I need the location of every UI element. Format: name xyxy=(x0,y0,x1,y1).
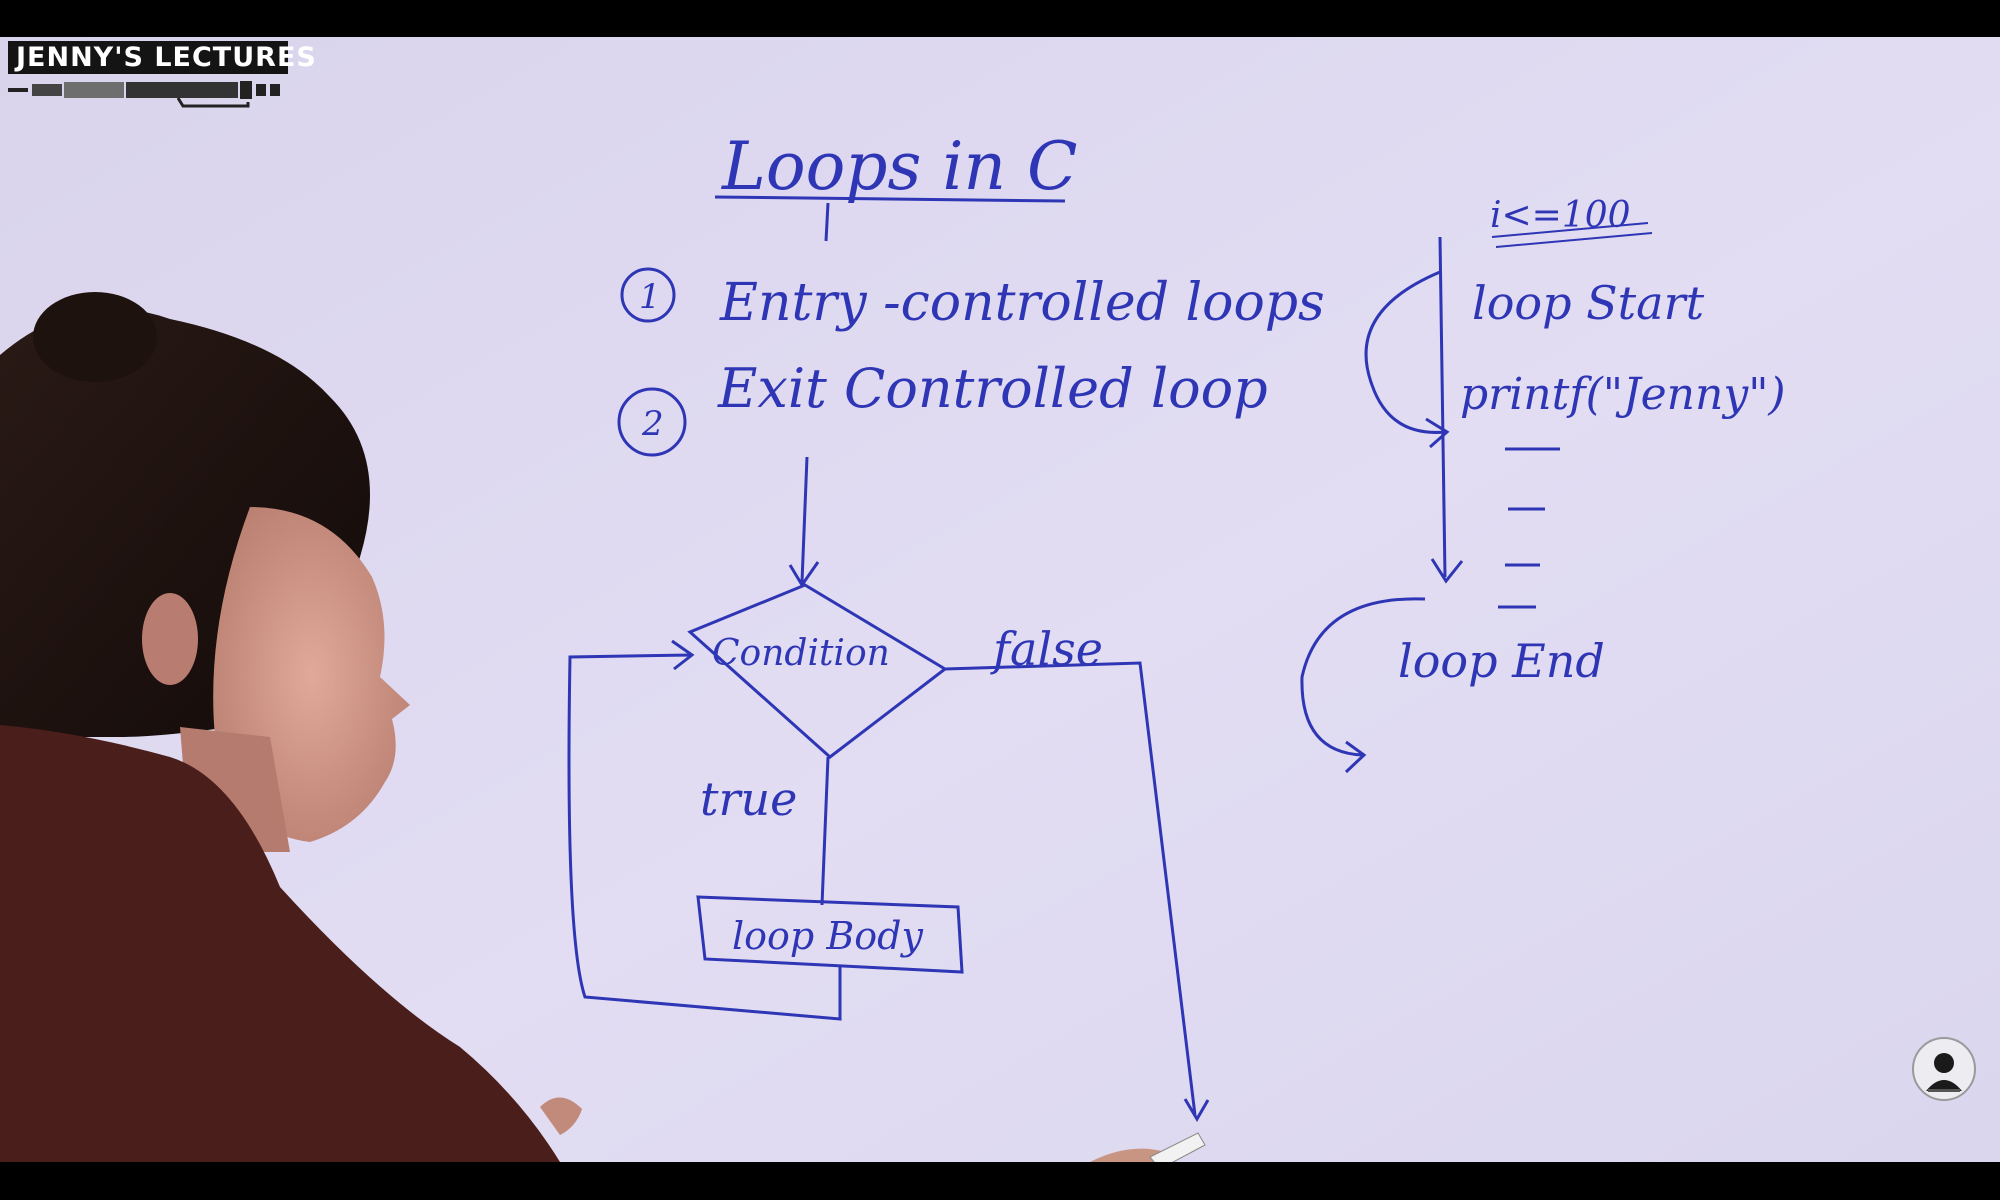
marker xyxy=(1149,1132,1206,1162)
loop-body-box xyxy=(696,895,964,974)
channel-name: JENNY'S LECTURES xyxy=(8,41,316,74)
condition-label: Condition xyxy=(712,633,890,674)
side-condition: i<=100 xyxy=(1490,195,1631,236)
title-underline xyxy=(714,195,1066,242)
avatar-silhouette xyxy=(1926,1053,1962,1092)
statement-dashes xyxy=(1498,447,1560,609)
side-condition-underline xyxy=(1491,222,1653,248)
true-path xyxy=(820,756,830,906)
whiteboard: Loops in C 1 Entry -controlled loops 2 E… xyxy=(0,37,2000,1162)
exit-arc xyxy=(1300,597,1426,774)
presenter xyxy=(0,292,1206,1162)
pen-icon xyxy=(8,81,280,108)
item-1-circle xyxy=(620,267,676,323)
presenter-sweater xyxy=(0,725,560,1162)
true-label: true xyxy=(700,772,797,826)
item-2-circle xyxy=(617,387,687,457)
loop-body-label: loop Body xyxy=(732,914,923,958)
channel-logo: JENNY'S LECTURES xyxy=(8,41,316,115)
loop-end-label: loop End xyxy=(1398,634,1605,688)
repeat-arc xyxy=(1364,270,1450,449)
hair-bun xyxy=(33,292,157,382)
presenter-ear xyxy=(142,593,198,685)
printf-statement: printf("Jenny") xyxy=(1460,369,1786,420)
item-1-number: 1 xyxy=(639,277,661,317)
channel-avatar-icon[interactable] xyxy=(1912,1037,1976,1101)
false-path xyxy=(944,661,1210,1122)
item-1-text: Entry -controlled loops xyxy=(719,273,1325,333)
item-2-text: Exit Controlled loop xyxy=(717,357,1268,420)
condition-diamond xyxy=(687,583,948,759)
video-frame[interactable]: Loops in C 1 Entry -controlled loops 2 E… xyxy=(0,37,2000,1162)
flow-down-arrow xyxy=(1430,236,1464,584)
presenter-hand xyxy=(540,1097,582,1135)
loop-back-path xyxy=(567,639,842,1021)
board-title: Loops in C xyxy=(721,128,1078,205)
item-2-number: 2 xyxy=(641,404,664,444)
loop-start-label: loop Start xyxy=(1472,276,1705,330)
